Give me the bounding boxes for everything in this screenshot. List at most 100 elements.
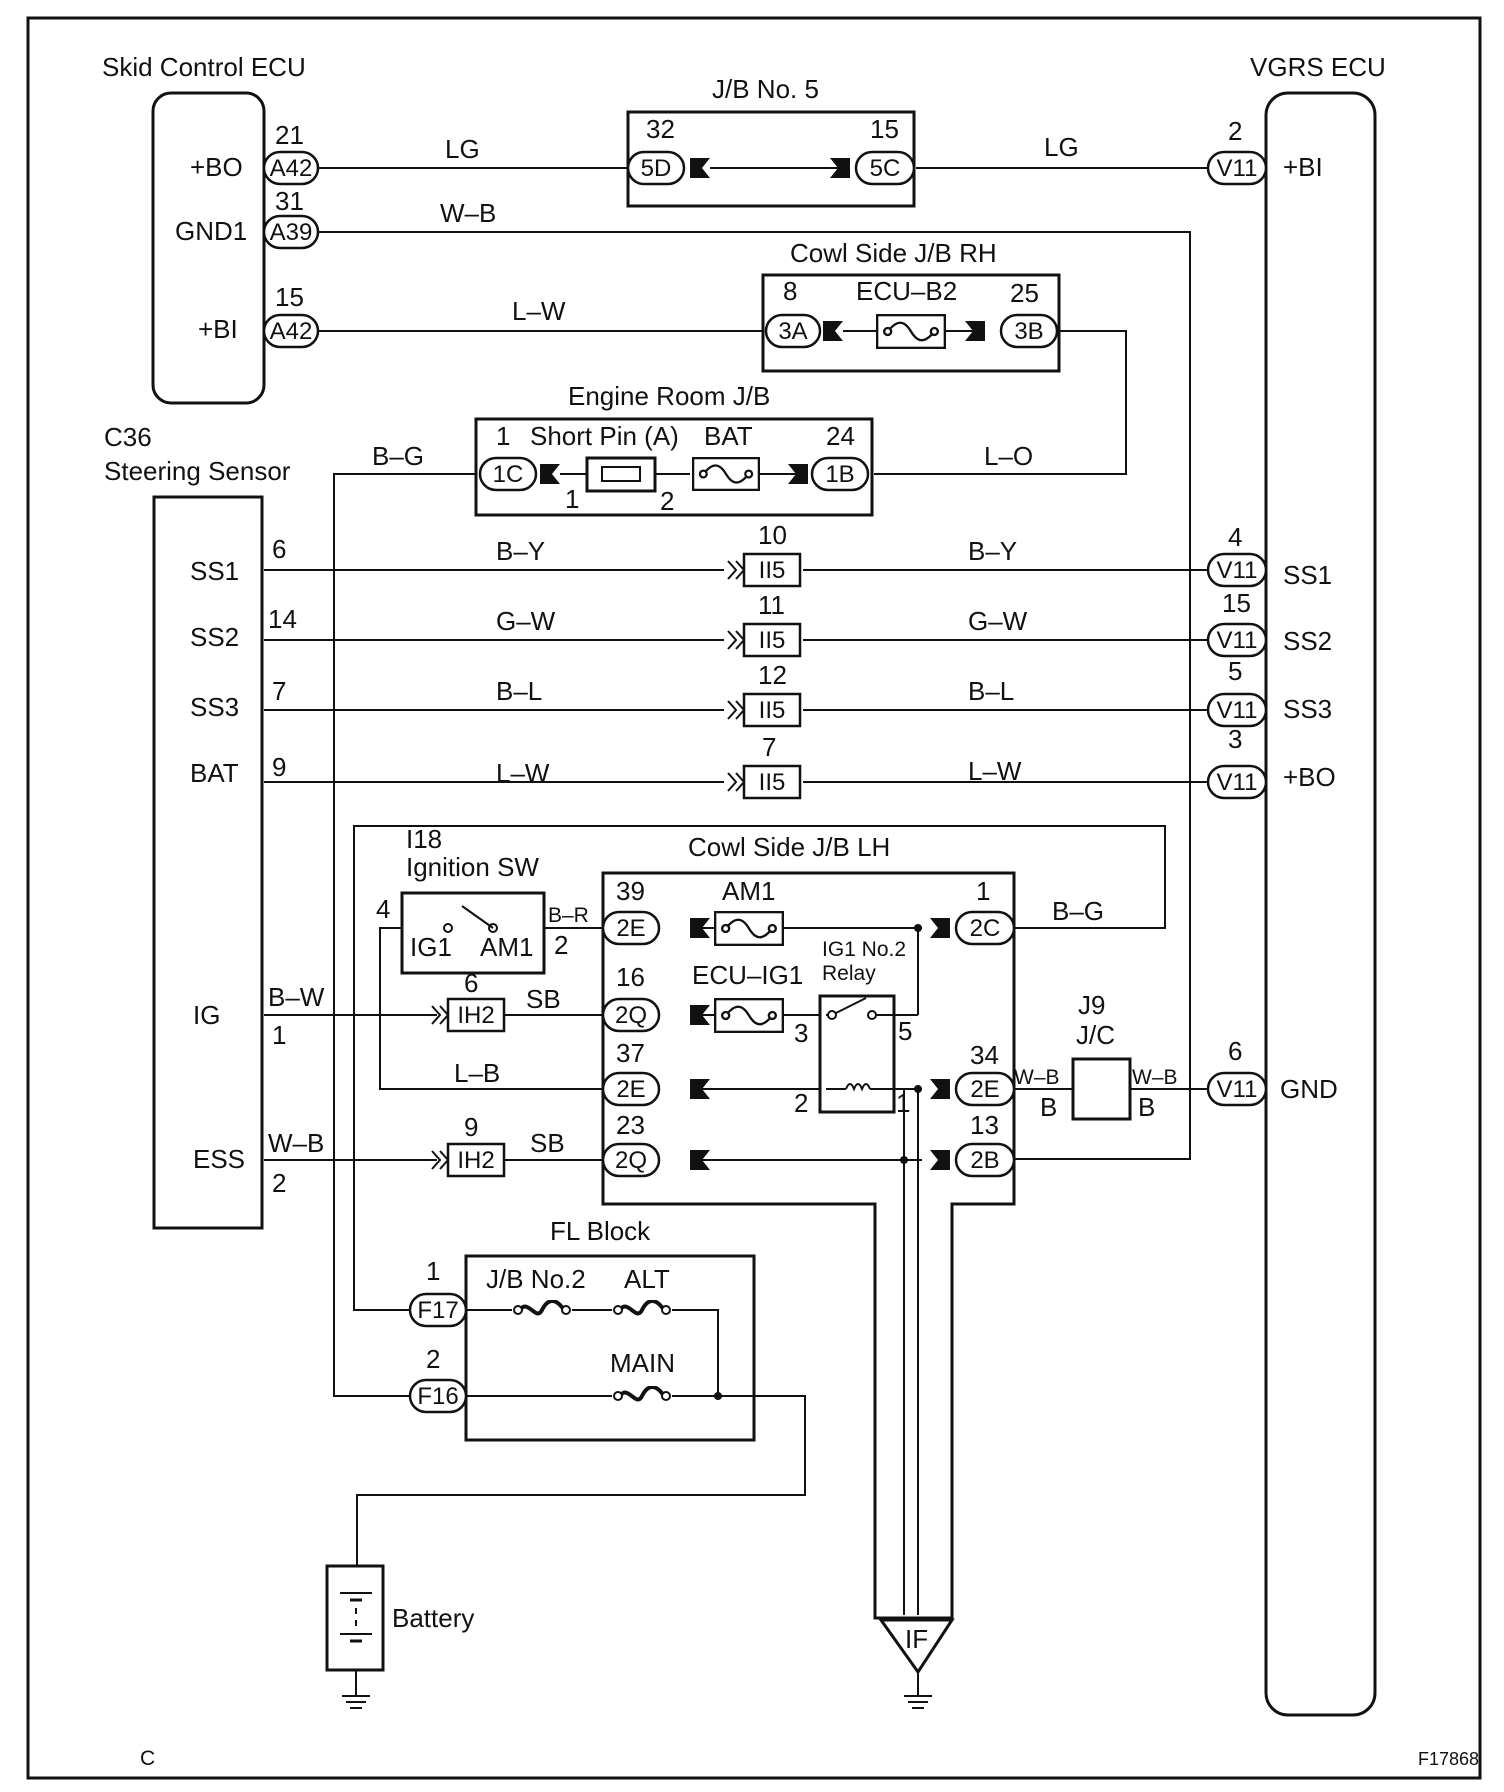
jc-box: [1071, 1057, 1132, 1121]
svg-text:2Q: 2Q: [615, 1147, 647, 1174]
fl-jb2-label: J/B No.2: [486, 1264, 586, 1294]
sensor-num-14: 14: [268, 604, 297, 634]
cowl-lh-conn-2q-23: 2Q: [601, 1142, 661, 1178]
battery-ground-icon: [342, 1695, 370, 1709]
jc-title: J/C: [1076, 1020, 1115, 1050]
cowl-lh-am1-label: AM1: [722, 876, 775, 906]
cowl-lh-conn-2b-13: 2B: [954, 1142, 1016, 1178]
ii5-num-7: 7: [762, 732, 776, 762]
sensor-pin-ss3: SS3: [190, 692, 239, 722]
fl-block-title: FL Block: [550, 1216, 651, 1246]
wire-lw-left: L–W: [496, 758, 550, 788]
diagram-id: F17868: [1418, 1749, 1479, 1769]
wire-lw-bi: L–W: [512, 296, 566, 326]
cowl-lh-conn-2e-34: 2E: [954, 1071, 1016, 1107]
fl-main-label: MAIN: [610, 1348, 675, 1378]
wire-sb-2: SB: [530, 1128, 565, 1158]
vgrs-pin-name-ss1: SS1: [1283, 560, 1332, 590]
vgrs-pin-name-ss3: SS3: [1283, 694, 1332, 724]
jb5-conn-5d: 5D: [626, 150, 686, 186]
svg-text:V11: V11: [1217, 557, 1258, 584]
ii5-num-10: 10: [758, 520, 787, 550]
engine-jb-left-num: 1: [496, 421, 510, 451]
skid-pin-num-15: 15: [275, 282, 304, 312]
svg-text:2C: 2C: [970, 915, 1001, 942]
svg-text:F16: F16: [417, 1383, 458, 1410]
svg-text:1B: 1B: [825, 461, 854, 488]
j9-junction-connector: J9 J/C: [1071, 990, 1132, 1121]
sensor-num-6: 6: [272, 534, 286, 564]
ii5-connector-ss1: II5: [727, 552, 802, 588]
svg-text:V11: V11: [1217, 1076, 1258, 1103]
svg-text:2Q: 2Q: [615, 1002, 647, 1029]
ign-ig1-label: IG1: [410, 932, 452, 962]
svg-text:V11: V11: [1217, 627, 1258, 654]
ii5-connector-bat: II5: [727, 764, 802, 800]
wire-wb-gnd1: W–B: [440, 198, 496, 228]
fl-block-box: [464, 1254, 756, 1442]
wire-wb-34: W–B: [1014, 1066, 1060, 1089]
if-ground-point: IF: [878, 1618, 955, 1709]
fl-conn-f16: F16: [408, 1378, 468, 1414]
wire-by-left: B–Y: [496, 536, 545, 566]
wire-lb: L–B: [454, 1058, 500, 1088]
cowl-lh-conn-2c-1: 2C: [954, 910, 1016, 946]
cowl-lh-box: [601, 871, 1016, 1620]
ignition-switch: I18 Ignition SW IG1 AM1 4 2 B–R: [376, 824, 589, 975]
sensor-pin-ss1: SS1: [190, 556, 239, 586]
jb5-title: J/B No. 5: [712, 74, 819, 104]
svg-text:II5: II5: [759, 769, 786, 796]
cowl-rh-right-num: 25: [1010, 278, 1039, 308]
sensor-num-1: 1: [272, 1020, 286, 1050]
battery: Battery: [325, 1564, 474, 1709]
svg-text:V11: V11: [1217, 697, 1258, 724]
relay-label-2: Relay: [822, 962, 876, 985]
fl-num-1: 1: [426, 1256, 440, 1286]
ground-triangle-icon: [878, 1618, 955, 1675]
vgrs-conn-v11-gnd: V11: [1206, 1071, 1268, 1107]
wires: [264, 167, 1208, 1566]
wire-gw-left: G–W: [496, 606, 556, 636]
wire-b-jc: B: [1138, 1092, 1155, 1122]
cowl-jb-rh: Cowl Side J/B RH 8 25 ECU–B2: [761, 238, 1061, 373]
relay-label-1: IG1 No.2: [822, 938, 906, 961]
engine-jb-right-num: 24: [826, 421, 855, 451]
relay-pin-1: 1: [896, 1088, 910, 1118]
sensor-pin-ig: IG: [193, 1000, 220, 1030]
sensor-code: C36: [104, 422, 152, 452]
ecu-b2-fuse-icon: [876, 314, 946, 349]
skid-control-ecu: Skid Control ECU +BO GND1 +BI 21 31 15: [102, 52, 306, 405]
cowl-jb-lh: Cowl Side J/B LH AM1 ECU–IG1 IG1 No.2 Re…: [454, 832, 1178, 1620]
jb5-right-num: 15: [870, 114, 899, 144]
engine-room-jb: Engine Room J/B 1 Short Pin (A) BAT 24 1…: [372, 381, 1033, 517]
cowl-lh-conn-2q-16: 2Q: [601, 997, 661, 1033]
cowl-lh-title: Cowl Side J/B LH: [688, 832, 890, 862]
svg-text:1C: 1C: [493, 461, 524, 488]
wire-gw-right: G–W: [968, 606, 1028, 636]
cowl-lh-num-13: 13: [970, 1110, 999, 1140]
wire-bg-engine: B–G: [372, 441, 424, 471]
short-pin-icon: [585, 456, 657, 493]
ih2-connector-ig: IH2: [431, 997, 506, 1033]
fl-conn-f17: F17: [408, 1292, 468, 1328]
wire-bg-2c: B–G: [1052, 896, 1104, 926]
vgrs-pin-name-bo: +BO: [1283, 762, 1336, 792]
corner-letter: C: [140, 1747, 155, 1770]
cowl-rh-left-num: 8: [783, 276, 797, 306]
cowl-lh-num-23: 23: [616, 1110, 645, 1140]
ign-pin-4: 4: [376, 894, 390, 924]
svg-text:A42: A42: [270, 318, 313, 345]
cowl-rh-conn-3a: 3A: [764, 313, 822, 349]
fl-block: FL Block J/B No.2 ALT MAIN 1 2: [426, 1216, 756, 1442]
engine-jb-title: Engine Room J/B: [568, 381, 770, 411]
cowl-rh-conn-3b: 3B: [999, 313, 1059, 349]
engine-jb-pin-b: 2: [660, 486, 674, 516]
vgrs-pin-name-bi: +BI: [1283, 152, 1323, 182]
svg-text:F17: F17: [417, 1297, 458, 1324]
skid-pin-num-21: 21: [275, 120, 304, 150]
vgrs-pin-num-15: 15: [1222, 588, 1251, 618]
skid-ecu-title: Skid Control ECU: [102, 52, 306, 82]
engine-jb-shortpin-label: Short Pin (A): [530, 421, 679, 451]
jb5-conn-5c: 5C: [854, 150, 916, 186]
